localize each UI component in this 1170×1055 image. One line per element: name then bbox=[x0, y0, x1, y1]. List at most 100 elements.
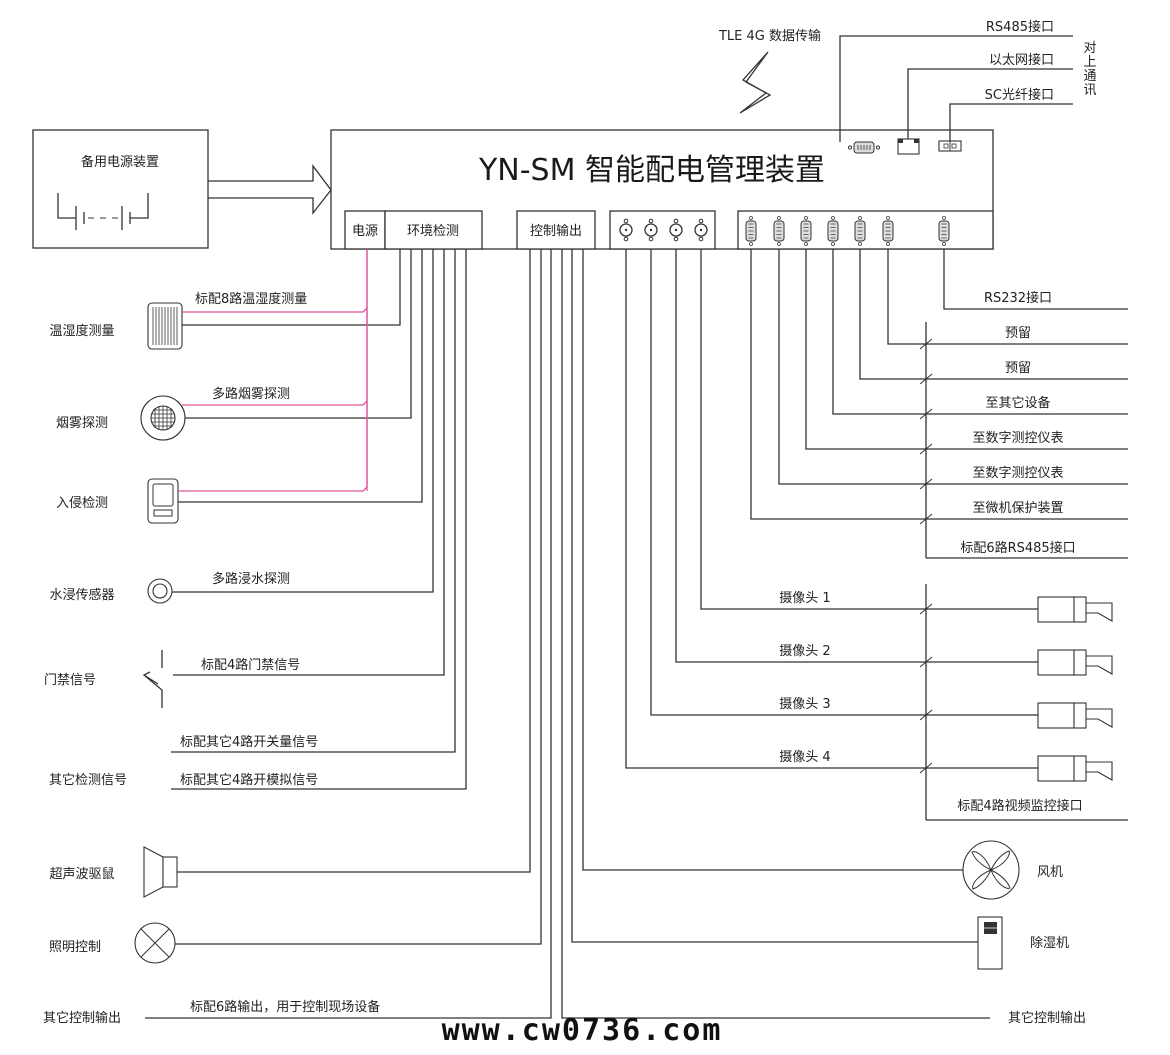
uplink-port-fiber: SC光纤接口 bbox=[985, 87, 1054, 103]
smoke-signal-line bbox=[185, 249, 412, 419]
lightning-icon bbox=[739, 51, 772, 114]
serial-line bbox=[887, 249, 1128, 345]
other-control-right-line bbox=[561, 249, 990, 1019]
section-control-output bbox=[516, 210, 596, 250]
uplink-group-label: 对 上 通 讯 bbox=[1083, 41, 1096, 98]
ethernet-port-icon bbox=[897, 138, 920, 155]
bnc-icon bbox=[619, 218, 633, 242]
rs232-line bbox=[943, 249, 1128, 310]
smoke-detector-icon bbox=[140, 395, 186, 441]
water-sensor-label: 水浸传感器 bbox=[49, 587, 114, 603]
intrusion-detector-icon bbox=[147, 478, 179, 524]
uplink-port-rs485: RS485接口 bbox=[986, 19, 1054, 35]
db9-port-icon bbox=[745, 216, 757, 246]
db9-port-icon bbox=[854, 216, 866, 246]
section-video-ports bbox=[609, 210, 716, 250]
battery-icon bbox=[57, 193, 149, 230]
db9-port-icon bbox=[773, 216, 785, 246]
section-power bbox=[344, 210, 386, 250]
ultrasonic-control-line bbox=[177, 249, 531, 873]
serial-line bbox=[859, 249, 1128, 380]
db9-port-icon bbox=[938, 216, 950, 246]
camera-line bbox=[650, 249, 1038, 716]
backup-power-unit: 备用电源装置 bbox=[32, 129, 209, 249]
bundle-tick bbox=[919, 338, 933, 350]
temp-humidity-power-line bbox=[182, 307, 368, 313]
serial-line-label: 至其它设备 bbox=[985, 395, 1050, 411]
camera-label: 摄像头 1 bbox=[779, 591, 830, 606]
dehumidifier-icon bbox=[977, 916, 1003, 970]
switch-signal-line-label: 标配其它4路开关量信号 bbox=[180, 734, 318, 750]
lighting-label: 照明控制 bbox=[49, 940, 101, 955]
serial-line bbox=[750, 249, 1128, 520]
camera-icon bbox=[1037, 596, 1113, 623]
power-arrow-icon bbox=[208, 164, 332, 215]
camera-line bbox=[625, 249, 1038, 769]
camera-icon bbox=[1037, 702, 1113, 729]
uplink-char: 通 bbox=[1083, 69, 1096, 84]
uplink-fiber-line bbox=[949, 103, 1073, 141]
smoke-label: 烟雾探测 bbox=[56, 416, 108, 431]
serial-line bbox=[778, 249, 1128, 485]
db9-port-icon bbox=[800, 216, 812, 246]
fan-control-line bbox=[582, 249, 964, 871]
intrusion-signal-line bbox=[178, 249, 423, 503]
rs485-bundle-label: 标配6路RS485接口 bbox=[960, 540, 1075, 556]
bundle-tick bbox=[919, 762, 933, 774]
bundle-tick bbox=[919, 373, 933, 385]
section-power-label: 电源 bbox=[352, 224, 378, 239]
camera-label: 摄像头 3 bbox=[779, 697, 830, 712]
switch-signal-line bbox=[171, 249, 456, 753]
analog-signal-line bbox=[171, 249, 467, 790]
section-env-detect-label: 环境检测 bbox=[407, 224, 459, 239]
camera-icon bbox=[1037, 755, 1113, 782]
rs485-port-icon bbox=[847, 141, 881, 154]
other-control-left-label: 其它控制输出 bbox=[43, 1010, 121, 1026]
uplink-char: 上 bbox=[1083, 55, 1096, 70]
serial-line-label: 至数字测控仪表 bbox=[972, 466, 1063, 481]
main-device: YN-SM 智能配电管理装置 电源 环境检测 控制输出 bbox=[330, 129, 994, 250]
camera-line bbox=[675, 249, 1038, 663]
video-bundle-label: 标配4路视频监控接口 bbox=[957, 798, 1082, 814]
intrusion-label: 入侵检测 bbox=[56, 495, 108, 511]
backup-power-box bbox=[32, 129, 209, 249]
water-line-label: 多路浸水探测 bbox=[212, 571, 290, 587]
lamp-icon bbox=[134, 922, 176, 964]
uplink-ethernet-line bbox=[907, 68, 1073, 139]
bundle-tick bbox=[919, 478, 933, 490]
uplink-rs485-line bbox=[839, 35, 1073, 142]
rs232-label: RS232接口 bbox=[984, 290, 1052, 306]
water-sensor-icon bbox=[147, 578, 173, 604]
serial-line-label: 预留 bbox=[1005, 326, 1031, 341]
dehumidifier-control-line bbox=[571, 249, 978, 943]
bnc-icon bbox=[669, 218, 683, 242]
camera-icon bbox=[1037, 649, 1113, 676]
fan-label: 风机 bbox=[1037, 865, 1063, 880]
bundle-tick bbox=[919, 709, 933, 721]
temp-humidity-line-label: 标配8路温湿度测量 bbox=[195, 291, 307, 307]
door-line-label: 标配4路门禁信号 bbox=[201, 657, 300, 673]
door-signal-line bbox=[173, 249, 445, 676]
db9-port-icon bbox=[882, 216, 894, 246]
analog-signal-line-label: 标配其它4路开模拟信号 bbox=[180, 772, 318, 788]
db9-port-icon bbox=[827, 216, 839, 246]
temp-humidity-label: 温湿度测量 bbox=[49, 323, 114, 339]
uplink-port-ethernet: 以太网接口 bbox=[989, 52, 1054, 68]
serial-line bbox=[805, 249, 1128, 450]
bundle-tick bbox=[919, 656, 933, 668]
db9-connectors bbox=[745, 216, 950, 246]
temp-humidity-signal-line bbox=[182, 249, 401, 326]
other-detect-label: 其它检测信号 bbox=[49, 772, 127, 788]
bnc-connectors bbox=[619, 218, 708, 242]
water-signal-line bbox=[172, 249, 434, 593]
fan-icon bbox=[962, 840, 1020, 900]
intrusion-power-line bbox=[178, 249, 368, 492]
door-switch-icon bbox=[142, 650, 163, 708]
temp-humidity-sensor-icon bbox=[147, 302, 183, 350]
serial-line-label: 至微机保护装置 bbox=[972, 501, 1063, 516]
other-control-right-label: 其它控制输出 bbox=[1008, 1010, 1086, 1026]
speaker-icon bbox=[143, 846, 178, 898]
serial-line-label: 至数字测控仪表 bbox=[972, 431, 1063, 446]
